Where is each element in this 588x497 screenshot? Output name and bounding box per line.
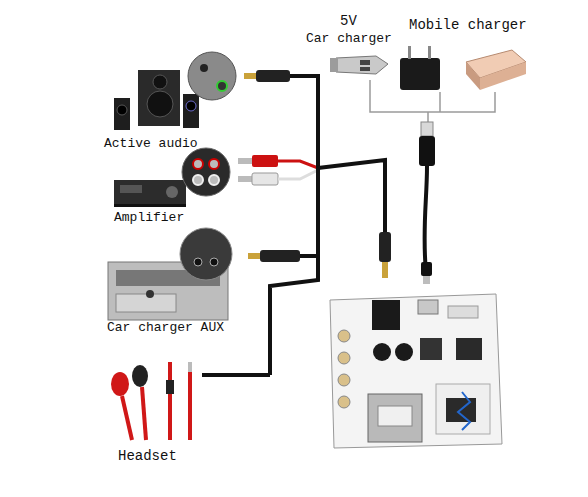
- power-bank: [466, 50, 526, 90]
- device-label: 5V: [340, 14, 357, 29]
- device-label: Car charger: [306, 32, 392, 46]
- aux-callout: [180, 228, 232, 280]
- device-label: Mobile charger: [409, 18, 527, 33]
- active-speakers: [114, 70, 199, 130]
- device-label: Active audio: [104, 137, 198, 151]
- device-label: Amplifier: [114, 211, 184, 225]
- rca-callout: [182, 148, 230, 196]
- wall-adapter: [400, 46, 440, 90]
- usb-cable: [419, 122, 435, 284]
- jack-plugs: [244, 70, 391, 278]
- bluetooth-board: [330, 294, 502, 448]
- rca-plugs: [238, 155, 318, 185]
- speaker-jack-callout: [188, 52, 236, 100]
- device-label: Car charger AUX: [107, 321, 224, 335]
- device-label: Headset: [118, 449, 177, 464]
- headset: [111, 362, 270, 440]
- amplifier: [114, 180, 186, 207]
- car-charger: [330, 56, 388, 74]
